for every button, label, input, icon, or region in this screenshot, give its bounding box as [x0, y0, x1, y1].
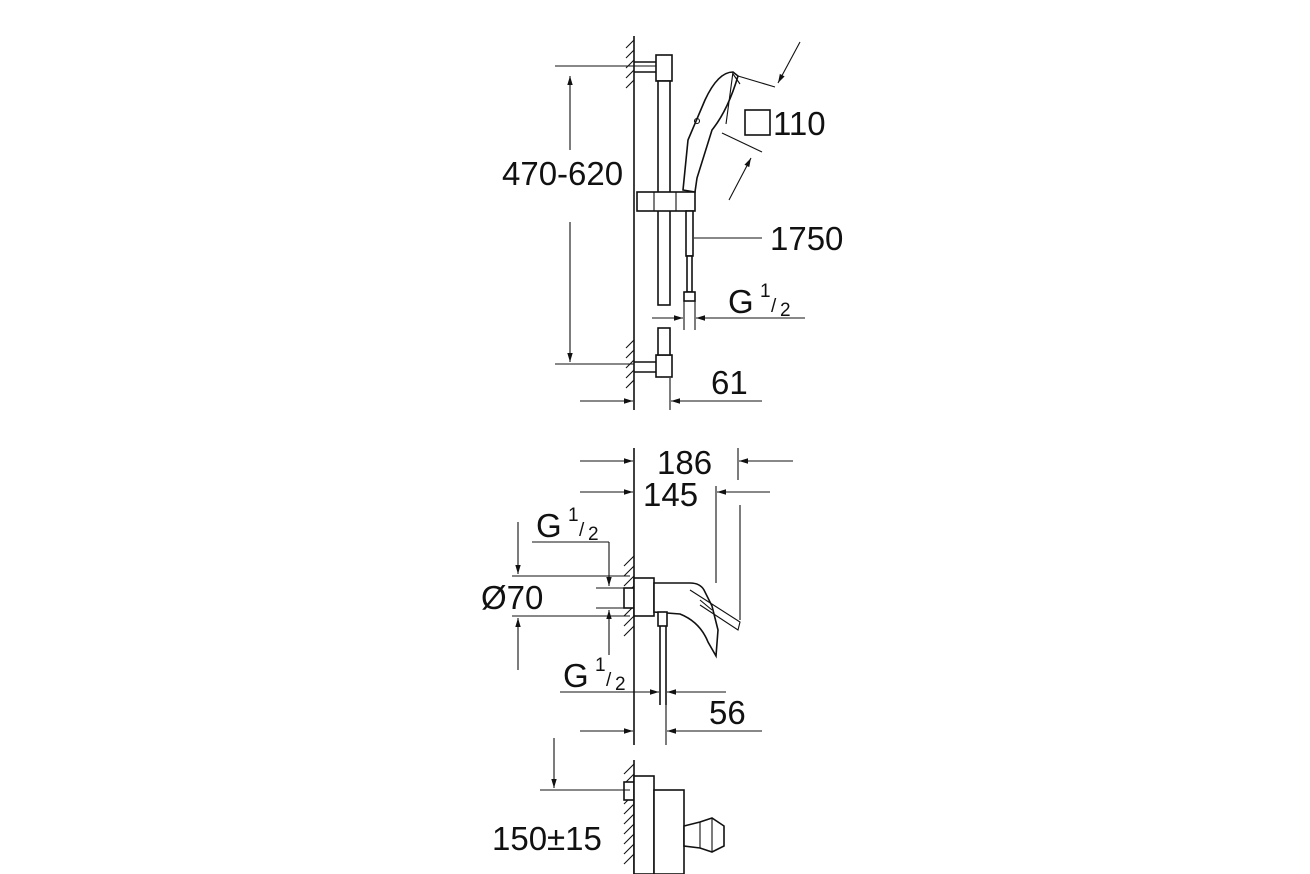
shower-rail-view: 470-620 110 1750 G 1 / 2 61	[502, 36, 843, 410]
square-size-icon	[744, 109, 771, 136]
height-tolerance-label: 150±15	[492, 820, 602, 857]
mixer-front-body	[633, 775, 655, 874]
outlet-offset-label: 56	[709, 694, 746, 731]
mixer-front-lever	[683, 817, 725, 853]
svg-text:1: 1	[568, 505, 579, 526]
svg-text:/: /	[579, 520, 585, 541]
svg-text:/: /	[606, 670, 612, 691]
wall-offset-label: 61	[711, 364, 748, 401]
mixer-escutcheon	[633, 577, 655, 617]
mixer-depth-label: 145	[643, 476, 698, 513]
rail-height-label: 470-620	[502, 155, 623, 192]
rail-top-bracket	[655, 54, 673, 82]
head-size-label: 110	[773, 105, 826, 142]
svg-text:G: G	[728, 283, 754, 320]
thread-label-top: G 1 / 2	[728, 281, 791, 321]
wall-hatch-bottom	[623, 763, 635, 865]
svg-text:2: 2	[615, 674, 626, 695]
mixer-outlet	[657, 611, 668, 627]
hand-shower	[682, 71, 739, 193]
rail-slider	[636, 191, 696, 212]
mixer-lever	[689, 589, 741, 631]
svg-text:/: /	[771, 296, 777, 317]
thread-label-outlet: G 1 / 2	[563, 655, 626, 695]
diameter-label: Ø70	[481, 579, 543, 616]
shower-hose	[685, 210, 694, 257]
svg-text:1: 1	[595, 655, 606, 676]
mixer-depth-max-label: 186	[657, 444, 712, 481]
svg-text:2: 2	[588, 524, 599, 545]
rail-bottom-bracket	[655, 354, 673, 378]
svg-text:2: 2	[780, 300, 791, 321]
mixer-side-view: 186 145 G 1 / 2 Ø70 G 1 / 2	[481, 444, 793, 745]
svg-text:1: 1	[760, 281, 771, 302]
wall-hatch-top	[625, 39, 635, 389]
svg-text:G: G	[536, 507, 562, 544]
hose-length-label: 1750	[770, 220, 843, 257]
thread-label-inlet: G 1 / 2	[536, 505, 599, 545]
svg-text:G: G	[563, 657, 589, 694]
mixer-front-view: 150±15	[492, 738, 725, 874]
